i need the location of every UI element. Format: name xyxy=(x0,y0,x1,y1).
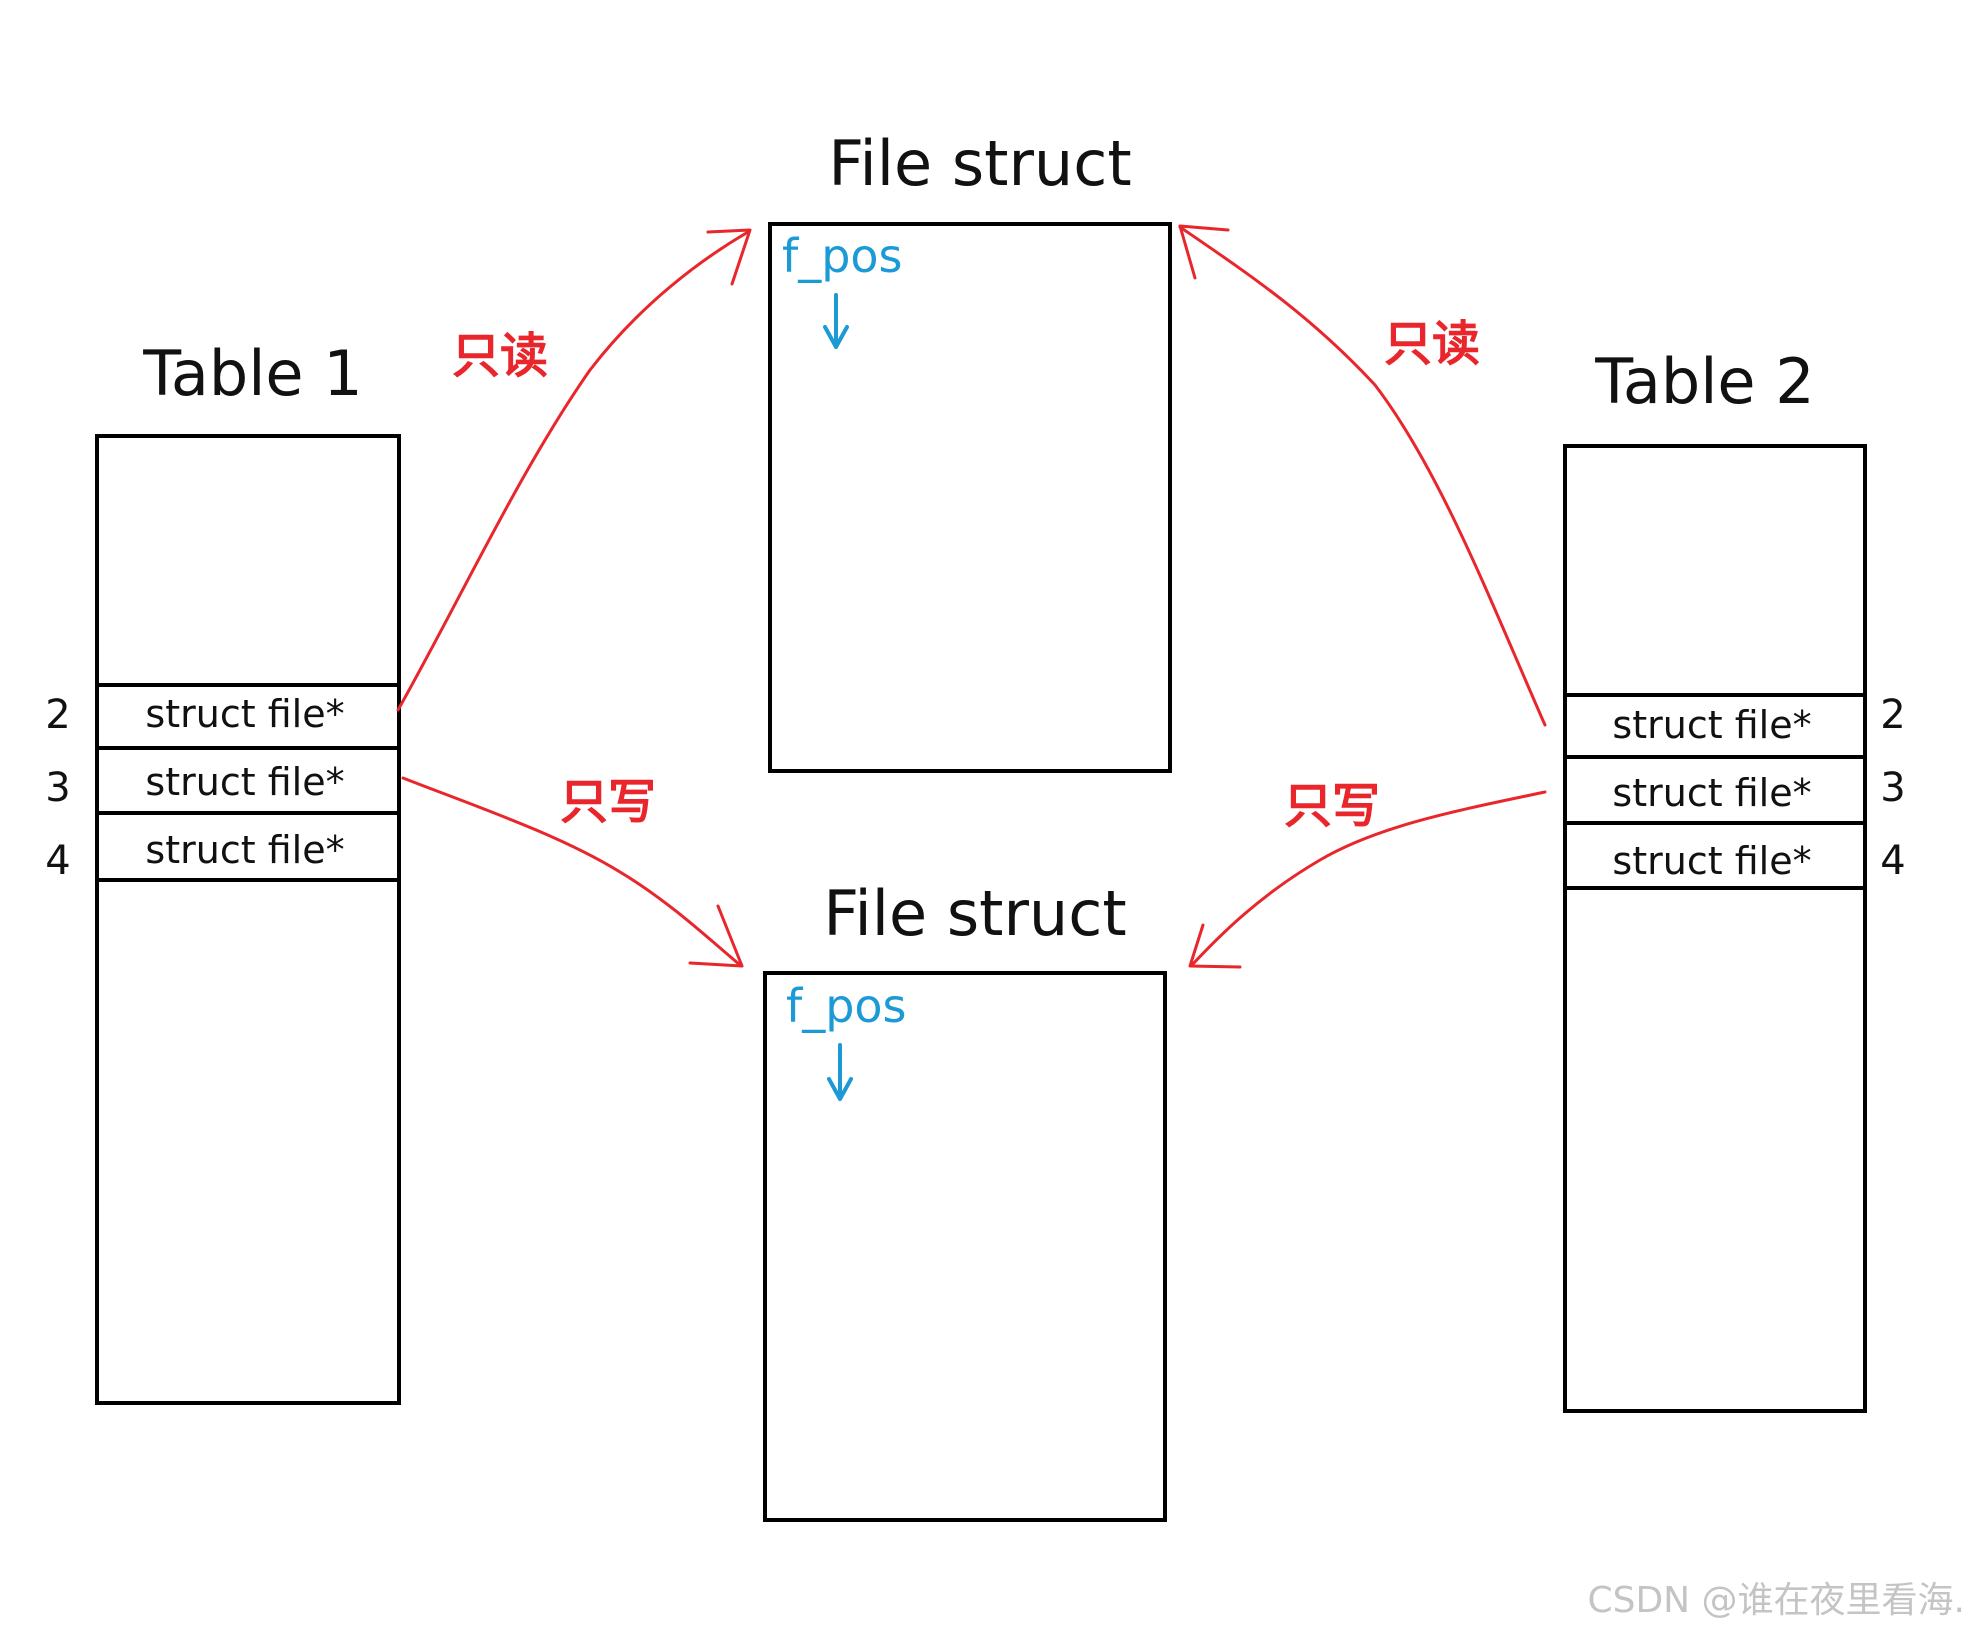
table2-row-2: struct file* xyxy=(1612,703,1811,747)
table2-row-3: struct file* xyxy=(1612,771,1811,815)
table1-row-2: struct file* xyxy=(145,692,344,736)
file-struct-bottom-box xyxy=(763,971,1167,1522)
arrow-table2-to-bottom-write xyxy=(1190,790,1547,967)
table1-row-4: struct file* xyxy=(145,828,344,872)
file-struct-bottom-fpos: f_pos xyxy=(786,979,907,1033)
fpos-bottom-down-arrow-icon xyxy=(827,1043,853,1101)
label-table2-write: 只写 xyxy=(1284,778,1380,834)
label-table2-read: 只读 xyxy=(1384,316,1480,372)
label-table1-write: 只写 xyxy=(560,774,656,830)
table1-title: Table 1 xyxy=(142,337,362,410)
arrowhead-table1-to-bottom-icon xyxy=(688,904,744,968)
arrowhead-table2-to-bottom-icon xyxy=(1188,923,1242,969)
table2-index-2: 2 xyxy=(1880,692,1905,738)
arrow-table1-to-top-read xyxy=(396,230,750,712)
arrowhead-table1-to-top-icon xyxy=(706,228,752,286)
table1-index-2: 2 xyxy=(45,692,70,738)
file-struct-bottom-title: File struct xyxy=(823,877,1126,950)
file-struct-top-title: File struct xyxy=(828,127,1131,200)
watermark: CSDN @谁在夜里看海. xyxy=(1587,1580,1965,1621)
table2-box xyxy=(1563,444,1867,1413)
table2-title: Table 2 xyxy=(1594,345,1814,418)
label-table1-read: 只读 xyxy=(452,328,548,384)
file-struct-top-box xyxy=(768,222,1172,773)
table1-index-4: 4 xyxy=(45,838,70,884)
file-struct-top-fpos: f_pos xyxy=(782,229,903,283)
arrow-table1-to-bottom-write xyxy=(401,776,742,967)
table2-row-4: struct file* xyxy=(1612,839,1811,883)
table1-box xyxy=(95,434,401,1405)
fpos-top-down-arrow-icon xyxy=(823,293,849,349)
table1-index-3: 3 xyxy=(45,765,70,811)
table2-index-3: 3 xyxy=(1880,765,1905,811)
table1-row-3: struct file* xyxy=(145,760,344,804)
table2-index-4: 4 xyxy=(1880,838,1905,884)
arrow-table2-to-top-read xyxy=(1178,225,1547,727)
arrowhead-table2-to-top-icon xyxy=(1178,224,1230,280)
